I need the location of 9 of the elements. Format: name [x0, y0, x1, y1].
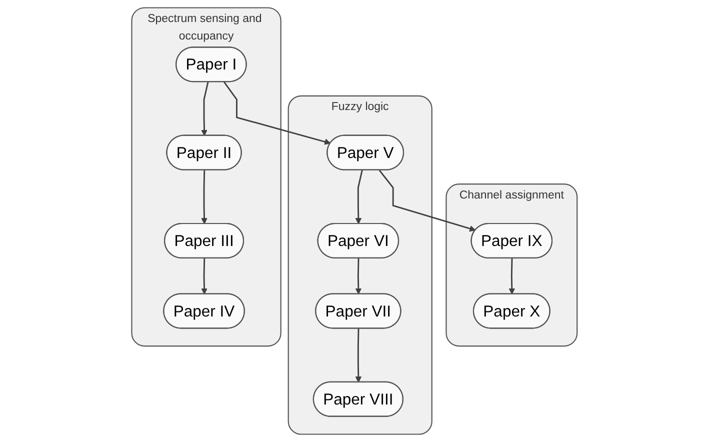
arrow: [355, 170, 363, 224]
arrow: [224, 82, 331, 145]
arrow: [201, 82, 209, 136]
arrow: [508, 258, 516, 294]
arrow: [201, 258, 208, 294]
arrow: [355, 258, 362, 294]
arrow: [201, 170, 208, 224]
arrow: [378, 170, 476, 232]
arrow: [355, 328, 362, 383]
